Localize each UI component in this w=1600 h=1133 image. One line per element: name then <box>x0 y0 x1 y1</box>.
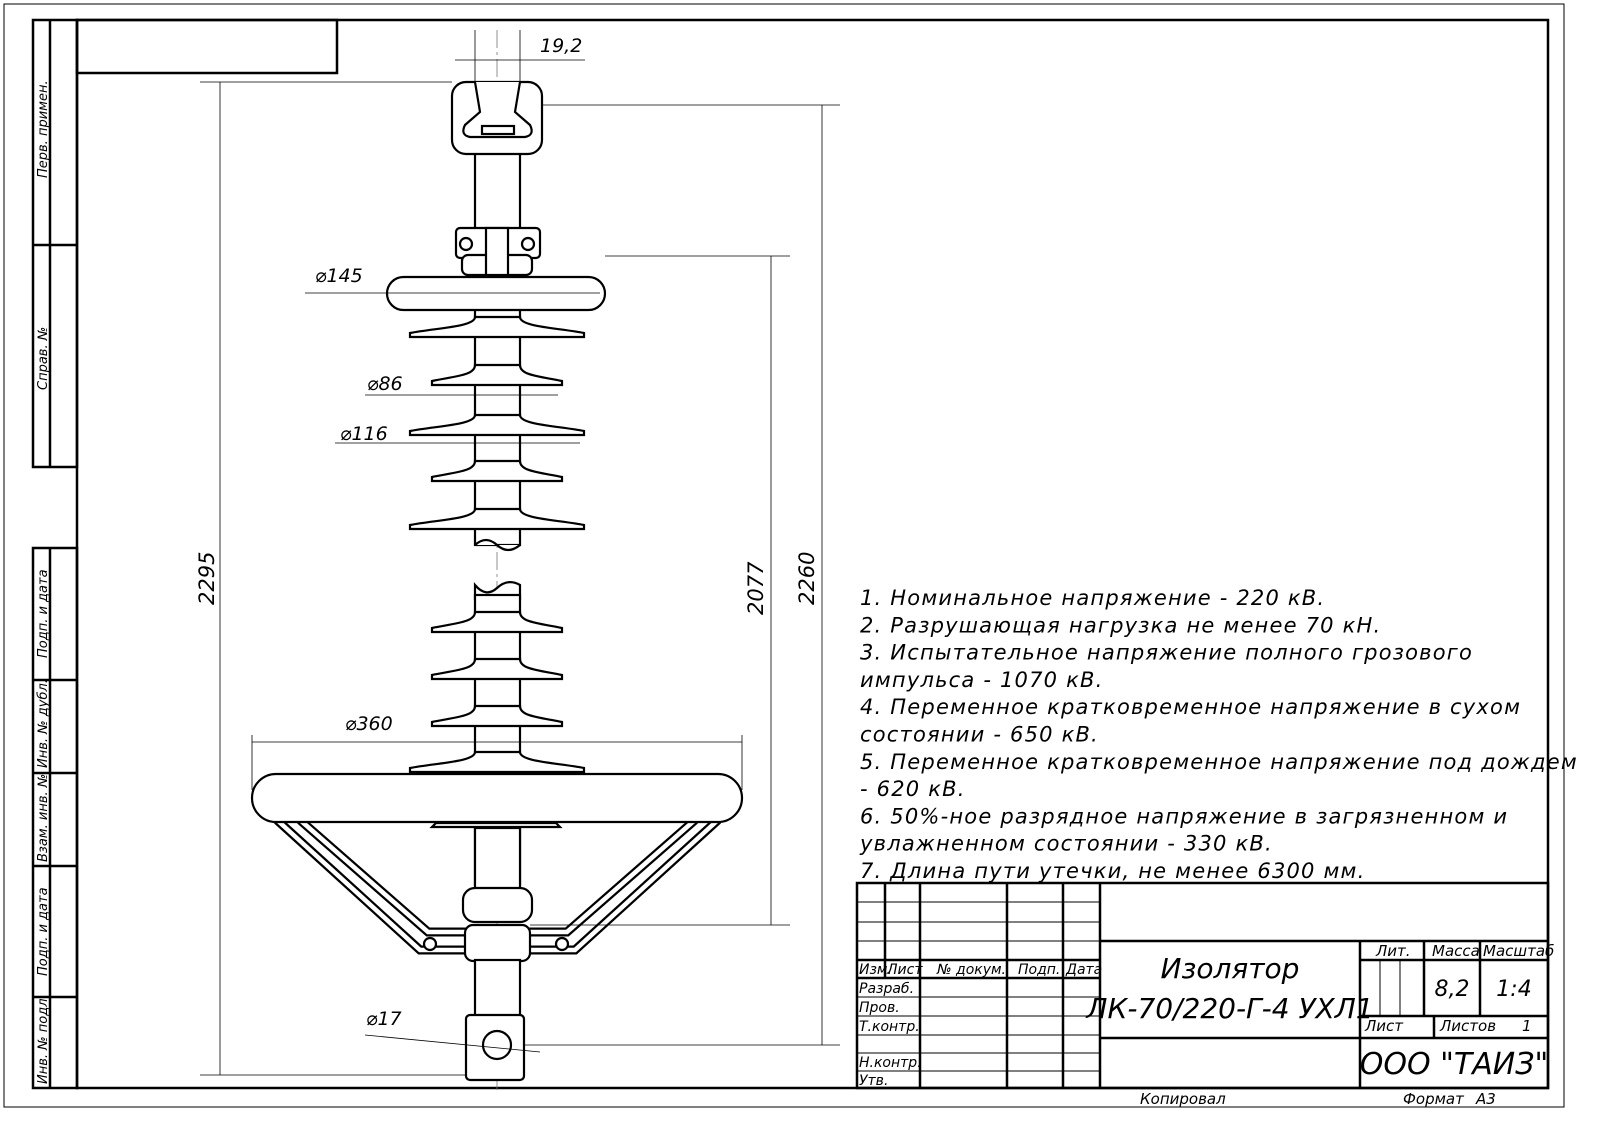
dim-d86: ⌀86 <box>367 373 403 395</box>
note-line: 7. Длина пути утечки, не менее 6300 мм. <box>860 859 1365 883</box>
dim-2077: 2077 <box>744 561 768 615</box>
title-block: Изм. Лист № докум. Подп. Дата Разраб. Пр… <box>855 881 1554 1090</box>
sheets-label: Листов <box>1439 1017 1496 1035</box>
top-left-box <box>75 18 339 75</box>
role-tcontrol: Т.контр. <box>859 1019 920 1035</box>
scale-label: Масштаб <box>1483 942 1554 960</box>
drawing-designation: ЛК-70/220-Г-4 УХЛ1 <box>1085 992 1373 1025</box>
shed <box>430 657 564 681</box>
bolt-icon <box>554 936 570 952</box>
role-approved: Утв. <box>859 1073 888 1089</box>
header-list: Лист <box>886 962 923 978</box>
format-label: Формат <box>1403 1090 1465 1108</box>
note-line: 2. Разрушающая нагрузка не менее 70 кН. <box>860 613 1381 637</box>
note-line: 4. Переменное кратковременное напряжение… <box>860 695 1521 719</box>
copied-label: Копировал <box>1140 1090 1226 1108</box>
dim-d360: ⌀360 <box>345 713 393 735</box>
company-name: ООО "ТАИЗ" <box>1360 1047 1549 1082</box>
dimensions: 2295 2077 2260 19,2 ⌀145 ⌀86 ⌀116 ⌀360 ⌀… <box>195 30 840 1076</box>
shed <box>430 610 564 634</box>
sheets-value: 1 <box>1522 1017 1532 1035</box>
shed <box>408 413 586 437</box>
note-line: 6. 50%-ное разрядное напряжение в загряз… <box>860 804 1508 828</box>
stamp-label: Взам. инв. № <box>36 774 51 862</box>
upper-rod <box>473 148 522 232</box>
note-line: 1. Номинальное напряжение - 220 кВ. <box>860 586 1325 610</box>
upper-grading-ring <box>385 275 607 312</box>
dim-d116: ⌀116 <box>340 423 388 445</box>
technical-notes: 1. Номинальное напряжение - 220 кВ. 2. Ра… <box>859 586 1578 883</box>
drawing-title: Изолятор <box>1161 952 1300 985</box>
note-line: увлажненном состоянии - 330 кВ. <box>859 832 1273 856</box>
role-ncontrol: Н.контр. <box>859 1055 922 1071</box>
note-line: 3. Испытательное напряжение полного гроз… <box>860 641 1473 665</box>
sheet-label: Лист <box>1364 1017 1404 1035</box>
note-line: состоянии - 650 кВ. <box>860 723 1099 747</box>
lower-grading-ring <box>250 772 744 824</box>
dim-19-2: 19,2 <box>540 35 582 57</box>
role-checker: Пров. <box>859 1000 900 1016</box>
stamp-label: Инв. № подл. <box>36 994 51 1084</box>
side-stamp: Перв. примен. Справ. № Подп. и дата Инв.… <box>31 18 79 1090</box>
mass-value: 8,2 <box>1435 977 1470 1002</box>
format-value: А3 <box>1475 1090 1496 1108</box>
lower-bulb <box>461 886 534 924</box>
mass-label: Масса <box>1432 942 1480 960</box>
note-line: 5. Переменное кратковременное напряжение… <box>860 750 1578 774</box>
shed <box>408 315 586 339</box>
note-line: - 620 кВ. <box>860 777 966 801</box>
stamp-label: Справ. № <box>36 327 51 390</box>
break-line-upper <box>474 538 521 552</box>
shed <box>430 704 564 728</box>
insulator-drawing <box>250 30 744 1090</box>
note-line: импульса - 1070 кВ. <box>860 668 1103 692</box>
bolt-icon <box>422 936 438 952</box>
shed <box>430 459 564 483</box>
header-date: Дата <box>1065 962 1102 978</box>
shed <box>430 363 564 387</box>
shed <box>408 750 586 774</box>
dim-2295: 2295 <box>195 552 219 605</box>
role-developer: Разраб. <box>859 981 914 997</box>
lit-label: Лит. <box>1375 942 1411 960</box>
dim-d145: ⌀145 <box>315 265 363 287</box>
dim-d17: ⌀17 <box>366 1008 402 1030</box>
shed <box>408 507 586 531</box>
scale-value: 1:4 <box>1496 977 1531 1002</box>
stamp-label: Инв. № дубл. <box>36 679 51 768</box>
outer-border <box>3 3 1565 1108</box>
header-sign: Подп. <box>1018 962 1060 978</box>
dim-2260: 2260 <box>795 552 819 605</box>
stamp-label: Перв. примен. <box>36 80 51 178</box>
stamp-label: Подп. и дата <box>36 887 51 976</box>
lower-clamp <box>463 923 532 963</box>
header-izm: Изм. <box>859 962 892 978</box>
stamp-label: Подп. и дата <box>36 569 51 658</box>
eye-hole <box>481 1029 513 1061</box>
header-doc: № докум. <box>936 962 1006 978</box>
